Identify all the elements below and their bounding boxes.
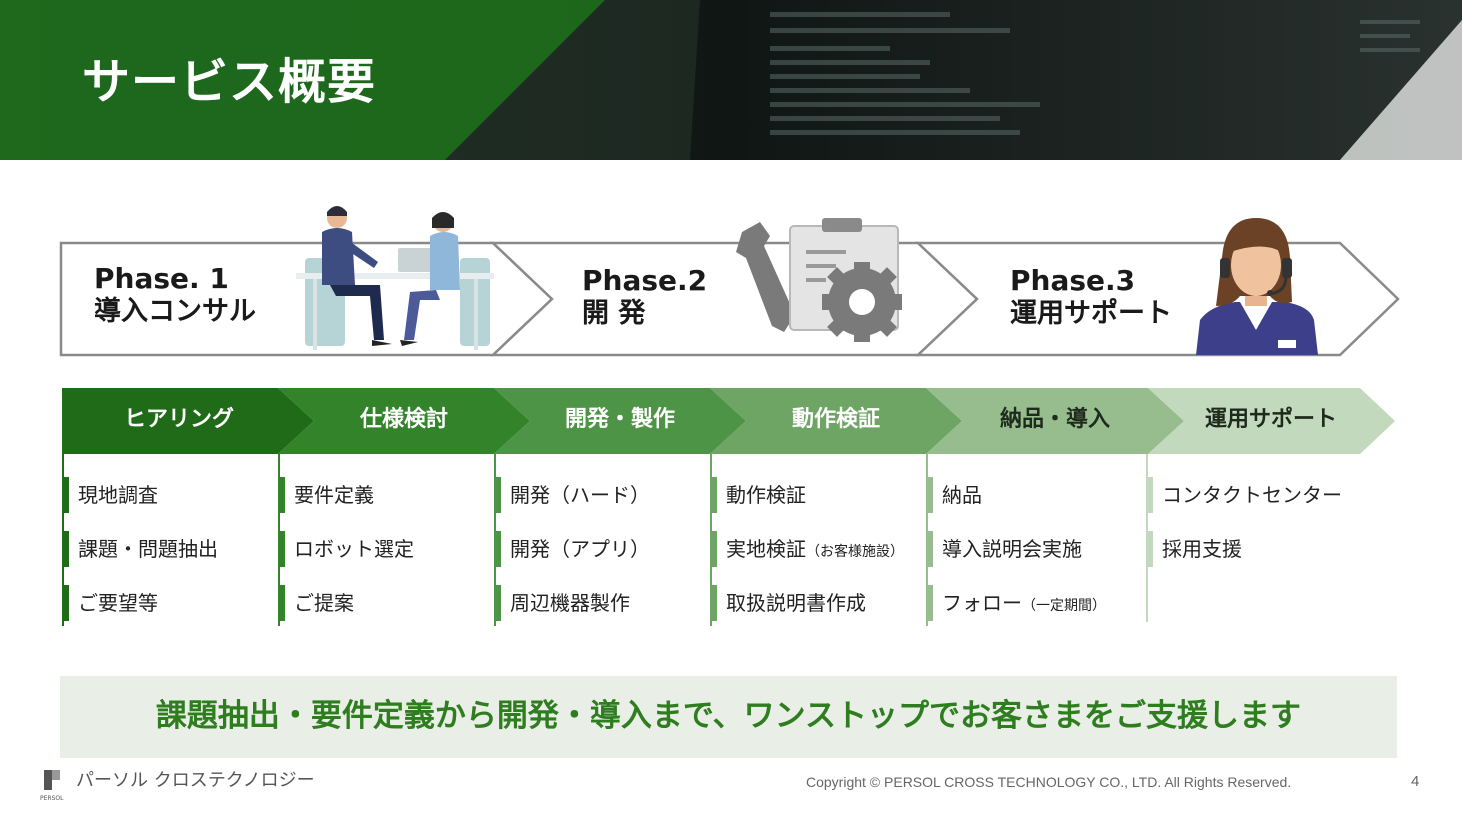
code-lines-decoration: [770, 12, 1420, 135]
step-label-spec: 仕様検討: [359, 407, 448, 432]
phase-1-title: Phase. 1 導入コンサル: [94, 262, 256, 328]
item-note: （一定期間）: [1022, 598, 1106, 614]
phase-1-name: 導入コンサル: [94, 296, 256, 327]
phase-2-name: 開 発: [582, 298, 646, 329]
summary-banner: 課題抽出・要件定義から開発・導入まで、ワンストップでお客さまをご支援します: [60, 676, 1397, 758]
step-chevron-dev: [494, 388, 746, 454]
phase-2-title: Phase.2 開 発: [582, 264, 707, 330]
phase-3-title: Phase.3 運用サポート: [1010, 264, 1172, 330]
step-chevron-spec: [278, 388, 530, 454]
step-chevron-support: [1148, 388, 1395, 454]
header-banner: サービス概要: [0, 0, 1462, 160]
persol-logo: PERSOL: [38, 768, 68, 806]
step-label-dev: 開発・製作: [564, 407, 675, 432]
header-background: [0, 0, 1462, 160]
item-note: （お客様施設）: [806, 544, 904, 560]
phase-3-label: Phase.3: [1010, 264, 1136, 297]
logo-wordmark: PERSOL: [40, 795, 64, 802]
step-chevron-hearing: [62, 388, 314, 454]
step-label-delivery: 納品・導入: [999, 407, 1110, 432]
page-title: サービス概要: [82, 54, 377, 110]
summary-banner-text: 課題抽出・要件定義から開発・導入まで、ワンストップでお客さまをご支援します: [155, 698, 1302, 734]
phase-1-label: Phase. 1: [94, 262, 229, 295]
phase-2-label: Phase.2: [582, 264, 708, 297]
step-chevron-delivery: [926, 388, 1184, 454]
step-label-support: 運用サポート: [1204, 407, 1337, 432]
company-name: パーソル クロステクノロジー: [76, 770, 315, 791]
page-number: 4: [1411, 773, 1420, 790]
copyright-text: Copyright © PERSOL CROSS TECHNOLOGY CO.,…: [806, 774, 1292, 790]
step-chevron-verify: [710, 388, 962, 454]
step-label-verify: 動作検証: [791, 407, 880, 432]
step-label-hearing: ヒアリング: [123, 407, 234, 432]
phase-3-name: 運用サポート: [1010, 298, 1172, 329]
